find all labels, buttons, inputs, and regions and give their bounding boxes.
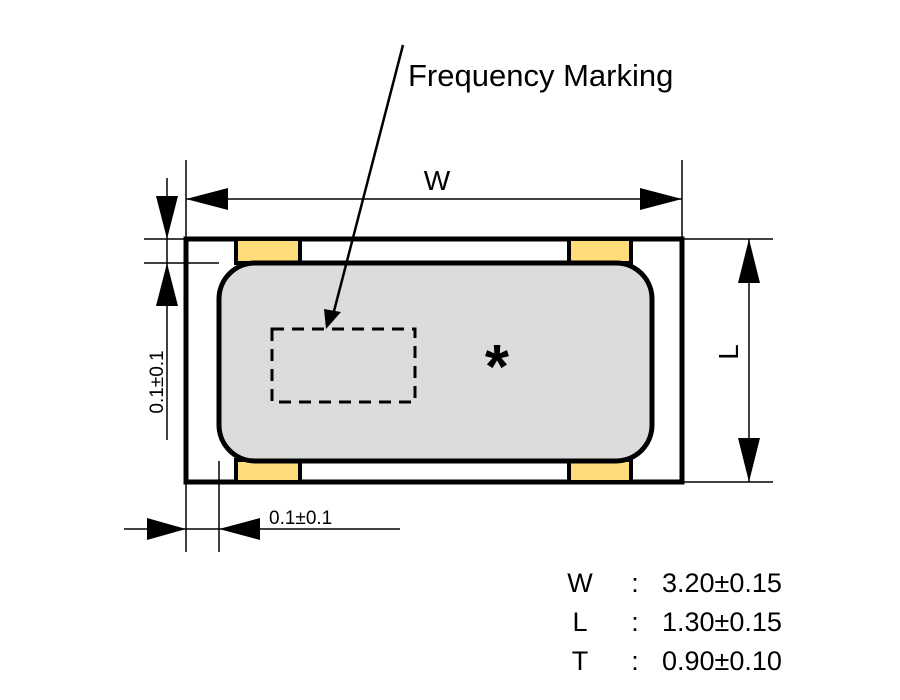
- spec-table: W : 3.20±0.15 L : 1.30±0.15 T : 0.90±0.1…: [567, 568, 782, 676]
- spec-symbol: W: [567, 568, 593, 598]
- spec-value: 3.20±0.15: [662, 568, 782, 598]
- width-label: W: [424, 165, 451, 196]
- spec-separator: :: [631, 607, 639, 637]
- width-arrow-right: [640, 188, 682, 210]
- spec-separator: :: [631, 646, 639, 676]
- spec-value: 0.90±0.10: [662, 646, 782, 676]
- package-body: [216, 260, 655, 464]
- marking-area: [270, 327, 417, 404]
- pad-top-right: [567, 237, 633, 265]
- width-arrow-left: [186, 188, 228, 210]
- left-gap-label: 0.1±0.1: [147, 350, 168, 413]
- leader-line: [331, 44, 405, 316]
- left-gap-arrow-bottom: [156, 263, 178, 306]
- spec-value: 1.30±0.15: [662, 607, 782, 637]
- spec-symbol: L: [572, 607, 587, 637]
- bottom-gap-arrow-left: [147, 518, 186, 540]
- spec-symbol: T: [572, 646, 589, 676]
- center-mark: *: [485, 333, 510, 402]
- pad-top-left: [234, 237, 302, 265]
- length-arrow-top: [738, 239, 760, 283]
- length-arrow-bottom: [738, 438, 760, 482]
- bottom-gap-arrow-right: [219, 518, 260, 540]
- left-gap-arrow-top: [156, 196, 178, 239]
- leader-arrowhead: [324, 309, 341, 329]
- length-label: L: [713, 344, 744, 360]
- frequency-marking-label: Frequency Marking: [408, 58, 673, 93]
- bottom-gap-label: 0.1±0.1: [269, 508, 332, 529]
- spec-separator: :: [631, 568, 639, 598]
